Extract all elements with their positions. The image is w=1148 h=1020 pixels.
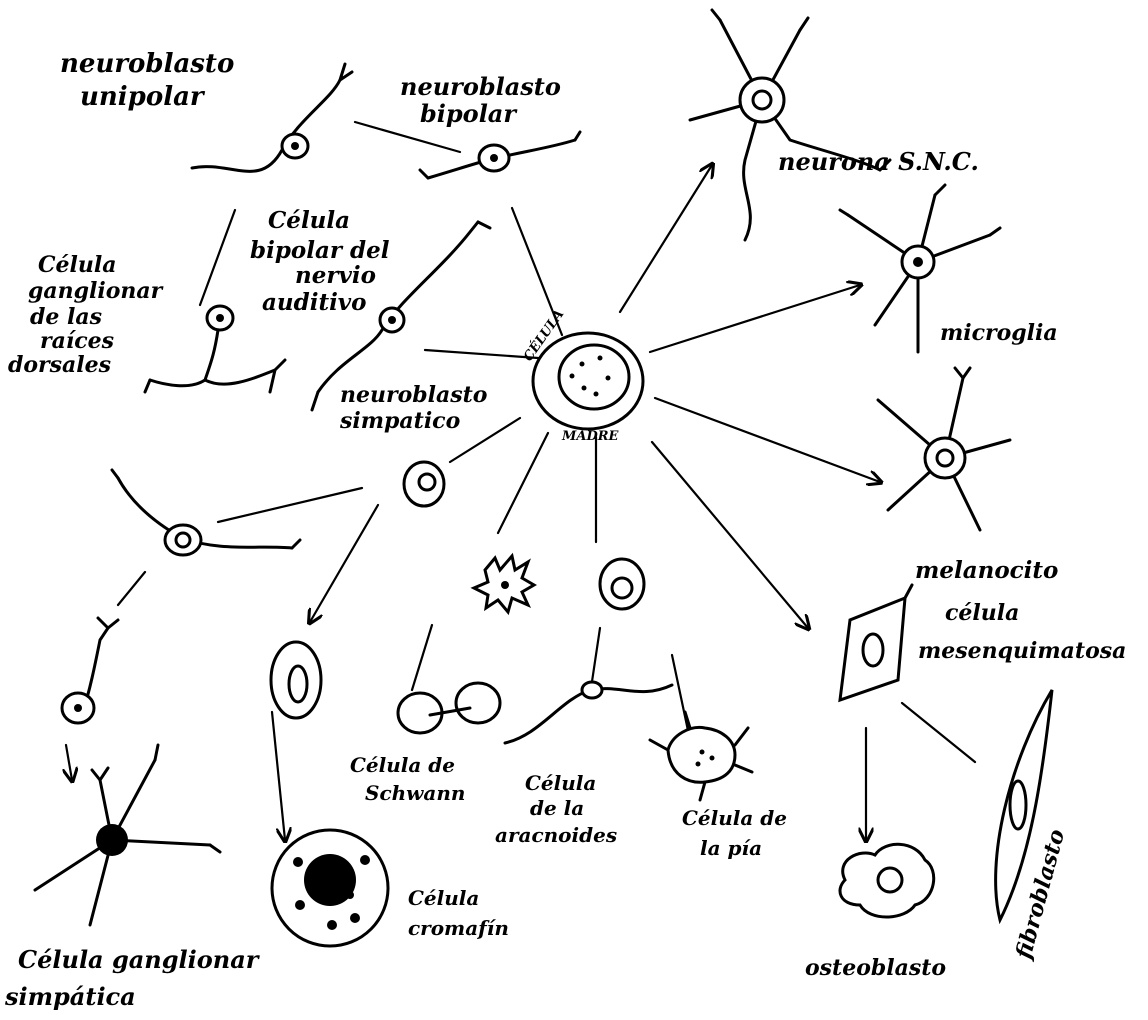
- dorsal-root-ganglion-cell: [145, 306, 285, 392]
- central-stem-cell: [533, 333, 643, 429]
- label-schwann-2: Schwann: [365, 781, 465, 805]
- label-schwann-1: Célula de: [350, 753, 455, 777]
- cns-neuron: [690, 10, 890, 240]
- label-dorsal-root-5: dorsales: [8, 352, 111, 378]
- osteoblast-cell: [840, 844, 934, 917]
- label-sympathetic-ganglion-2: simpática: [4, 982, 136, 1011]
- intermediate-precursor-cell: [404, 462, 444, 506]
- neuroblast-unipolar-cell: [192, 64, 352, 171]
- label-arachnoid-2: de la: [530, 796, 584, 820]
- sympathetic-ganglion-neuroblast: [62, 618, 118, 723]
- label-osteoblast: osteoblasto: [805, 955, 946, 981]
- label-neuroblast-unipolar-2: unipolar: [80, 82, 206, 112]
- mesenchymal-cell: [840, 585, 912, 700]
- label-bipolar-auditory-3: nervio: [295, 262, 376, 289]
- label-cns-neuron: neurona S.N.C.: [778, 147, 979, 176]
- chromaffin-precursor-cell: [271, 642, 321, 718]
- label-chromaffin-1: Célula: [408, 886, 479, 910]
- label-central-bottom: MADRE: [561, 429, 620, 444]
- label-microglia: microglia: [940, 320, 1058, 346]
- label-neuroblast-bipolar-1: neuroblasto: [400, 72, 561, 101]
- chromaffin-cell: [272, 830, 388, 946]
- label-arachnoid-3: aracnoides: [495, 823, 617, 847]
- label-sympathetic-neuroblast-2: simpatico: [339, 408, 460, 434]
- label-dorsal-root-1: Célula: [38, 252, 116, 278]
- label-neuroblast-unipolar-1: neuroblasto: [60, 49, 234, 79]
- label-pia-1: Célula de: [682, 806, 787, 830]
- label-neuroblast-bipolar-2: bipolar: [420, 99, 518, 128]
- arachnoid-precursor-cell: [600, 559, 644, 609]
- label-arachnoid-1: Célula: [525, 771, 596, 795]
- arachnoid-cell: [505, 682, 672, 743]
- label-sympathetic-ganglion-1: Célula ganglionar: [18, 945, 261, 974]
- label-dorsal-root-3: de las: [30, 304, 102, 330]
- label-pia-2: la pía: [700, 836, 762, 860]
- label-melanocyte: melanocito: [915, 557, 1058, 584]
- label-mesenchymal-1: célula: [945, 600, 1019, 626]
- label-sympathetic-neuroblast-1: neuroblasto: [340, 382, 487, 408]
- label-bipolar-auditory-4: auditivo: [262, 289, 367, 316]
- neuroblast-bipolar-cell: [420, 132, 580, 178]
- pia-cell: [650, 712, 752, 800]
- sympathetic-neuroblast-cell: [112, 470, 300, 555]
- schwann-cell: [398, 683, 500, 733]
- sympathetic-ganglion-cell: [35, 745, 220, 925]
- label-mesenchymal-2: mesenquimatosa: [918, 638, 1126, 664]
- schwann-precursor-cell: [474, 556, 534, 612]
- label-bipolar-auditory-1: Célula: [268, 207, 350, 234]
- label-dorsal-root-2: ganglionar: [28, 278, 164, 304]
- label-bipolar-auditory-2: bipolar del: [250, 237, 390, 264]
- melanocyte-cell: [878, 368, 1010, 530]
- label-chromaffin-2: cromafín: [408, 916, 509, 940]
- arrows: [66, 165, 880, 840]
- label-dorsal-root-4: raíces: [40, 328, 114, 354]
